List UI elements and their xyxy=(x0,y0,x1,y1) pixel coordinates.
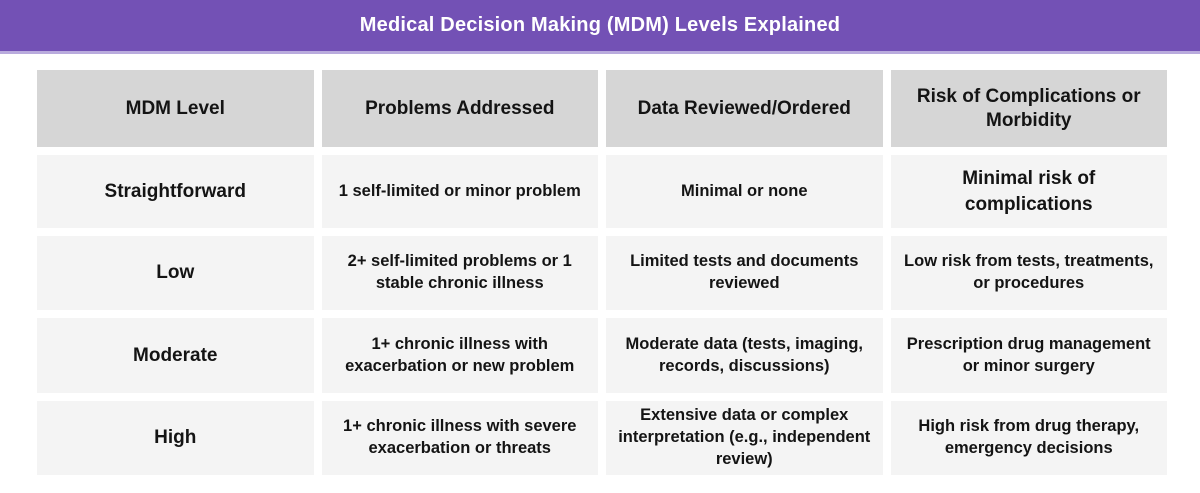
column-header-problems-addressed: Problems Addressed xyxy=(321,70,598,147)
cell-high-risk: High risk from drug therapy, emergency d… xyxy=(890,401,1167,475)
cell-straightforward-level: Straightforward xyxy=(37,155,314,228)
cell-moderate-level: Moderate xyxy=(37,318,314,393)
title-banner: Medical Decision Making (MDM) Levels Exp… xyxy=(0,0,1200,54)
cell-straightforward-problems: 1 self-limited or minor problem xyxy=(321,155,598,228)
cell-high-data: Extensive data or complex interpretation… xyxy=(606,401,883,475)
page-title: Medical Decision Making (MDM) Levels Exp… xyxy=(359,14,841,36)
cell-straightforward-data: Minimal or none xyxy=(606,155,883,228)
cell-low-data: Limited tests and documents reviewed xyxy=(606,236,883,310)
cell-high-level: High xyxy=(37,401,314,475)
cell-moderate-data: Moderate data (tests, imaging, records, … xyxy=(606,318,883,393)
cell-moderate-problems: 1+ chronic illness with exacerbation or … xyxy=(321,318,598,393)
cell-high-problems: 1+ chronic illness with severe exacerbat… xyxy=(321,401,598,475)
column-header-mdm-level: MDM Level xyxy=(37,70,314,147)
column-header-risk-of-complications: Risk of Complications or Morbidity xyxy=(890,70,1167,147)
mdm-levels-table: MDM Level Problems Addressed Data Review… xyxy=(37,70,1167,475)
cell-low-problems: 2+ self-limited problems or 1 stable chr… xyxy=(321,236,598,310)
cell-low-level: Low xyxy=(37,236,314,310)
cell-straightforward-risk: Minimal risk of complications xyxy=(890,155,1167,228)
cell-moderate-risk: Prescription drug management or minor su… xyxy=(890,318,1167,393)
cell-low-risk: Low risk from tests, treatments, or proc… xyxy=(890,236,1167,310)
column-header-data-reviewed-ordered: Data Reviewed/Ordered xyxy=(606,70,883,147)
